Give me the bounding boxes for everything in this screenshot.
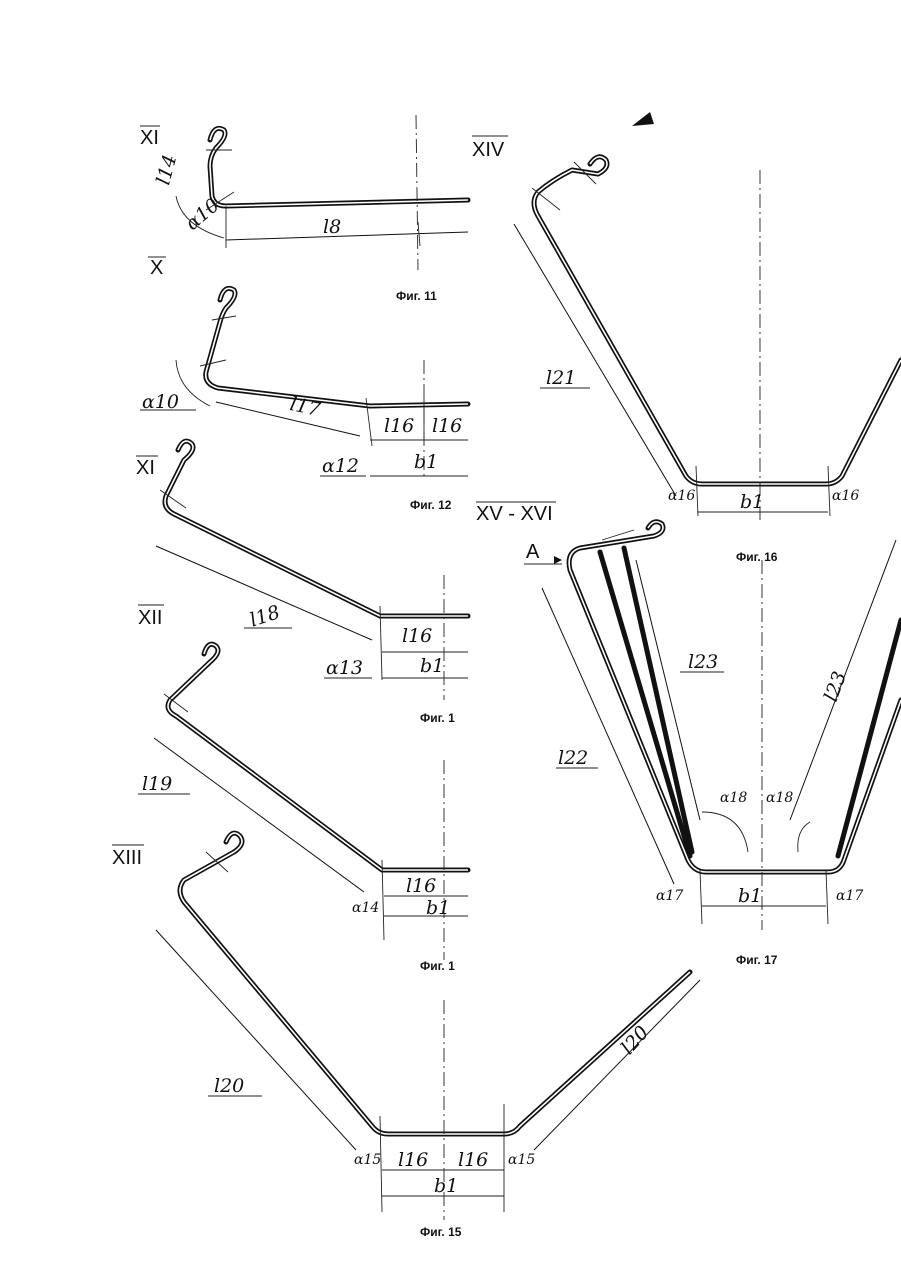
label-a17-right: α17 xyxy=(836,888,863,904)
label-a15-left: α15 xyxy=(354,1152,381,1168)
label-l23-left: l23 xyxy=(688,651,718,673)
label-l20-left: l20 xyxy=(214,1075,244,1097)
caption-fig16: Фиг. 16 xyxy=(736,550,778,564)
label-a16-left: α16 xyxy=(668,488,695,504)
label-l23-right: l23 xyxy=(820,669,851,705)
label-b1-fig16: b1 xyxy=(740,491,764,513)
label-a17-left: α17 xyxy=(656,888,683,904)
caption-fig15: Фиг. 15 xyxy=(420,1225,462,1239)
label-a12: α12 xyxy=(322,455,359,477)
caption-fig14: Фиг. 1 xyxy=(420,959,455,973)
label-l22: l22 xyxy=(558,747,588,769)
label-a14: α14 xyxy=(352,900,379,916)
figure-16: XIV l21 α16 α16 b1 Фиг. 16 xyxy=(472,112,901,564)
figure-14: XII l19 l16 α14 b1 Фиг. 1 xyxy=(138,605,468,973)
label-b1-fig14: b1 xyxy=(426,897,450,919)
section-label-fig16: XIV xyxy=(472,139,505,161)
section-label-fig12: X xyxy=(150,257,163,279)
figure-17: XV - XVI A l23 l23 l22 α18 α18 α17 α17 b… xyxy=(476,502,901,967)
caption-fig13: Фиг. 1 xyxy=(420,711,455,725)
figure-11: XI l14 α10 l8 Фиг. 11 xyxy=(140,115,468,303)
label-l18: l18 xyxy=(247,601,283,631)
arrow-mark-icon xyxy=(632,112,654,126)
label-b1-fig13: b1 xyxy=(420,655,444,677)
caption-fig12: Фиг. 12 xyxy=(410,498,452,512)
section-label-fig11: XI xyxy=(140,127,159,149)
label-a15-right: α15 xyxy=(508,1152,535,1168)
label-A: A xyxy=(526,541,540,563)
label-a10-fig11: α10 xyxy=(181,194,223,235)
label-l16-fig12a: l16 xyxy=(384,415,414,437)
section-label-fig17: XV - XVI xyxy=(476,503,553,525)
label-l8: l8 xyxy=(323,216,341,238)
label-a18-left: α18 xyxy=(720,790,747,806)
label-l20-right: l20 xyxy=(617,1022,654,1059)
section-label-fig13: XI xyxy=(136,457,155,479)
label-l16-fig12b: l16 xyxy=(432,415,462,437)
section-label-fig15: XIII xyxy=(112,847,142,869)
label-b1-fig12: b1 xyxy=(414,451,438,473)
label-a18-right: α18 xyxy=(766,790,793,806)
label-l16-fig15a: l16 xyxy=(398,1149,428,1171)
label-l21: l21 xyxy=(546,367,576,389)
label-l14: l14 xyxy=(152,152,181,187)
label-a10-fig12: α10 xyxy=(142,391,179,413)
label-b1-fig15: b1 xyxy=(434,1175,458,1197)
label-l19: l19 xyxy=(142,773,172,795)
caption-fig17: Фиг. 17 xyxy=(736,953,778,967)
label-a13: α13 xyxy=(326,657,363,679)
section-label-fig14: XII xyxy=(138,607,162,629)
label-b1-fig17: b1 xyxy=(738,885,762,907)
caption-fig11: Фиг. 11 xyxy=(396,289,437,303)
label-a16-right: α16 xyxy=(832,488,859,504)
label-l16-fig13: l16 xyxy=(402,625,432,647)
label-l16-fig14: l16 xyxy=(406,875,436,897)
label-l16-fig15b: l16 xyxy=(458,1149,488,1171)
